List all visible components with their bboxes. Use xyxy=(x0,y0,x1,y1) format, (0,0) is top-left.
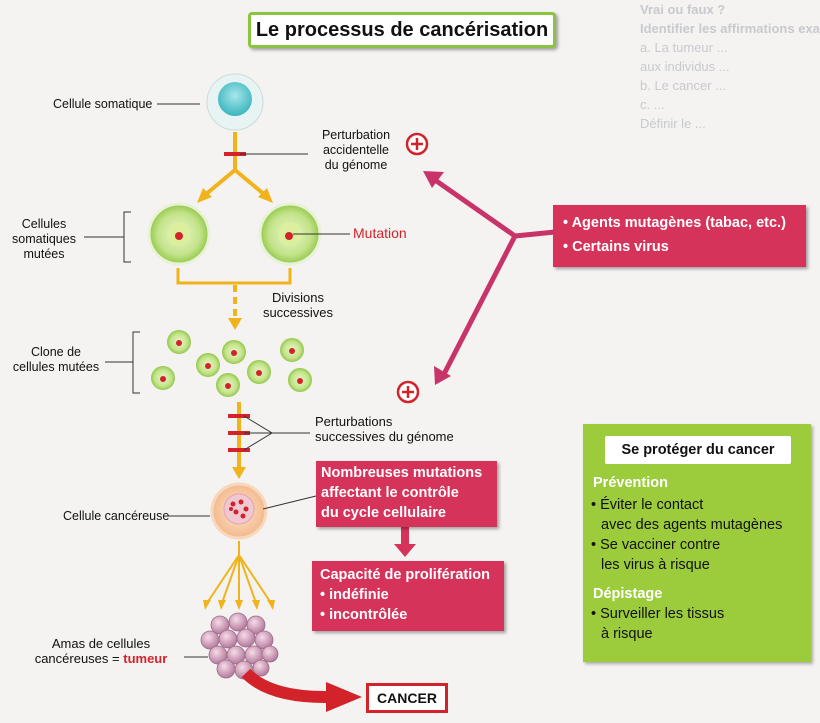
bg-line: Vrai ou faux ? xyxy=(640,2,726,17)
agents-item-text: Certains virus xyxy=(572,239,669,255)
agents-box: • Agents mutagènes (tabac, etc.) • Certa… xyxy=(553,205,806,267)
label-cancer-cell: Cellule cancéreuse xyxy=(63,509,170,523)
agents-item-text: Agents mutagènes (tabac, etc.) xyxy=(571,215,786,231)
bg-line: aux individus ... xyxy=(640,59,730,74)
mutated-clone xyxy=(151,330,312,397)
bg-line: c. ... xyxy=(640,97,665,112)
label-line: cancéreuses = tumeur xyxy=(16,651,186,666)
prevention-title: Prévention xyxy=(593,475,668,491)
label-line: du génome xyxy=(324,158,388,172)
label-line: Perturbations xyxy=(315,414,393,429)
box-line-text: indéfinie xyxy=(329,587,389,603)
label-line: successives xyxy=(262,305,334,320)
label-mutated-clone: Clone de cellules mutées xyxy=(8,345,104,375)
label-successive-divisions: Divisions successives xyxy=(248,290,348,320)
label-successive-perturbations: Perturbations successives du génome xyxy=(315,414,454,444)
label-line: mutées xyxy=(23,247,65,261)
proliferation-box: Capacité de prolifération • indéfinie • … xyxy=(312,561,504,631)
plus-icon xyxy=(396,380,420,404)
cancer-arrow xyxy=(241,668,331,704)
protect-panel-title: Se protéger du cancer xyxy=(605,436,791,464)
label-line: Amas de cellules xyxy=(51,636,151,651)
box-line: • incontrôlée xyxy=(320,607,408,623)
box-line: du cycle cellulaire xyxy=(321,505,446,521)
screening-line: à risque xyxy=(601,626,653,642)
mutations-box: Nombreuses mutations affectant le contrô… xyxy=(316,461,497,527)
agents-arrows xyxy=(423,171,556,385)
diagram-title: Le processus de cancérisation xyxy=(248,12,556,48)
label-line: Perturbation xyxy=(321,128,391,142)
label-line: successives du génome xyxy=(315,429,454,444)
box-line: • indéfinie xyxy=(320,587,389,603)
fan-arrows xyxy=(206,541,272,604)
label-line: Cellules xyxy=(21,217,67,231)
fork-arrows xyxy=(203,168,267,197)
label-tumor: tumeur xyxy=(123,651,168,666)
label-somatic-cell: Cellule somatique xyxy=(53,97,153,111)
label-tumor-cluster: Amas de cellules cancéreuses = tumeur xyxy=(16,636,186,666)
protect-panel: Se protéger du cancer Prévention • Évite… xyxy=(583,424,811,662)
cancer-cell xyxy=(210,482,268,540)
tumor-cluster xyxy=(200,612,279,680)
box-line: Nombreuses mutations xyxy=(321,465,483,481)
plus-icon xyxy=(405,132,429,156)
bg-line: b. Le cancer ... xyxy=(640,78,726,93)
bg-line: Identifier les affirmations exactes. xyxy=(640,21,820,36)
screening-line: • Surveiller les tissus xyxy=(591,606,725,622)
label-line: Clone de xyxy=(30,345,82,359)
prevention-list: • Éviter le contact avec des agents muta… xyxy=(591,495,782,575)
prevention-line: • Se vacciner contre xyxy=(591,537,721,553)
prevention-line: les virus à risque xyxy=(601,557,710,573)
prevention-line: • Éviter le contact xyxy=(591,497,704,513)
cancer-label-box: CANCER xyxy=(366,683,448,713)
prevention-line: avec des agents mutagènes xyxy=(601,517,783,533)
somatic-cell xyxy=(206,73,264,131)
box-line: Capacité de prolifération xyxy=(320,567,491,583)
label-text: cancéreuses = xyxy=(34,651,124,666)
label-mutation: Mutation xyxy=(353,225,407,241)
box-line-text: incontrôlée xyxy=(329,607,408,623)
background-text: Vrai ou faux ? Identifier les affirmatio… xyxy=(640,0,820,133)
agents-item: • Agents mutagènes (tabac, etc.) xyxy=(563,215,786,231)
label-accidental-perturbation: Perturbation accidentelle du génome xyxy=(306,128,406,173)
screening-list: • Surveiller les tissus à risque xyxy=(591,604,724,644)
label-mutated-cells: Cellules somatiques mutées xyxy=(4,217,84,262)
box-line: affectant le contrôle xyxy=(321,485,459,501)
label-line: cellules mutées xyxy=(12,360,100,374)
bg-line: a. La tumeur ... xyxy=(640,40,728,55)
agents-item: • Certains virus xyxy=(563,239,669,255)
label-line: accidentelle xyxy=(322,143,389,157)
label-line: Divisions xyxy=(271,290,324,305)
bg-line: Définir le ... xyxy=(640,116,706,131)
label-line: somatiques xyxy=(12,232,76,246)
screening-title: Dépistage xyxy=(593,586,663,602)
mutated-cell-left xyxy=(147,202,211,266)
